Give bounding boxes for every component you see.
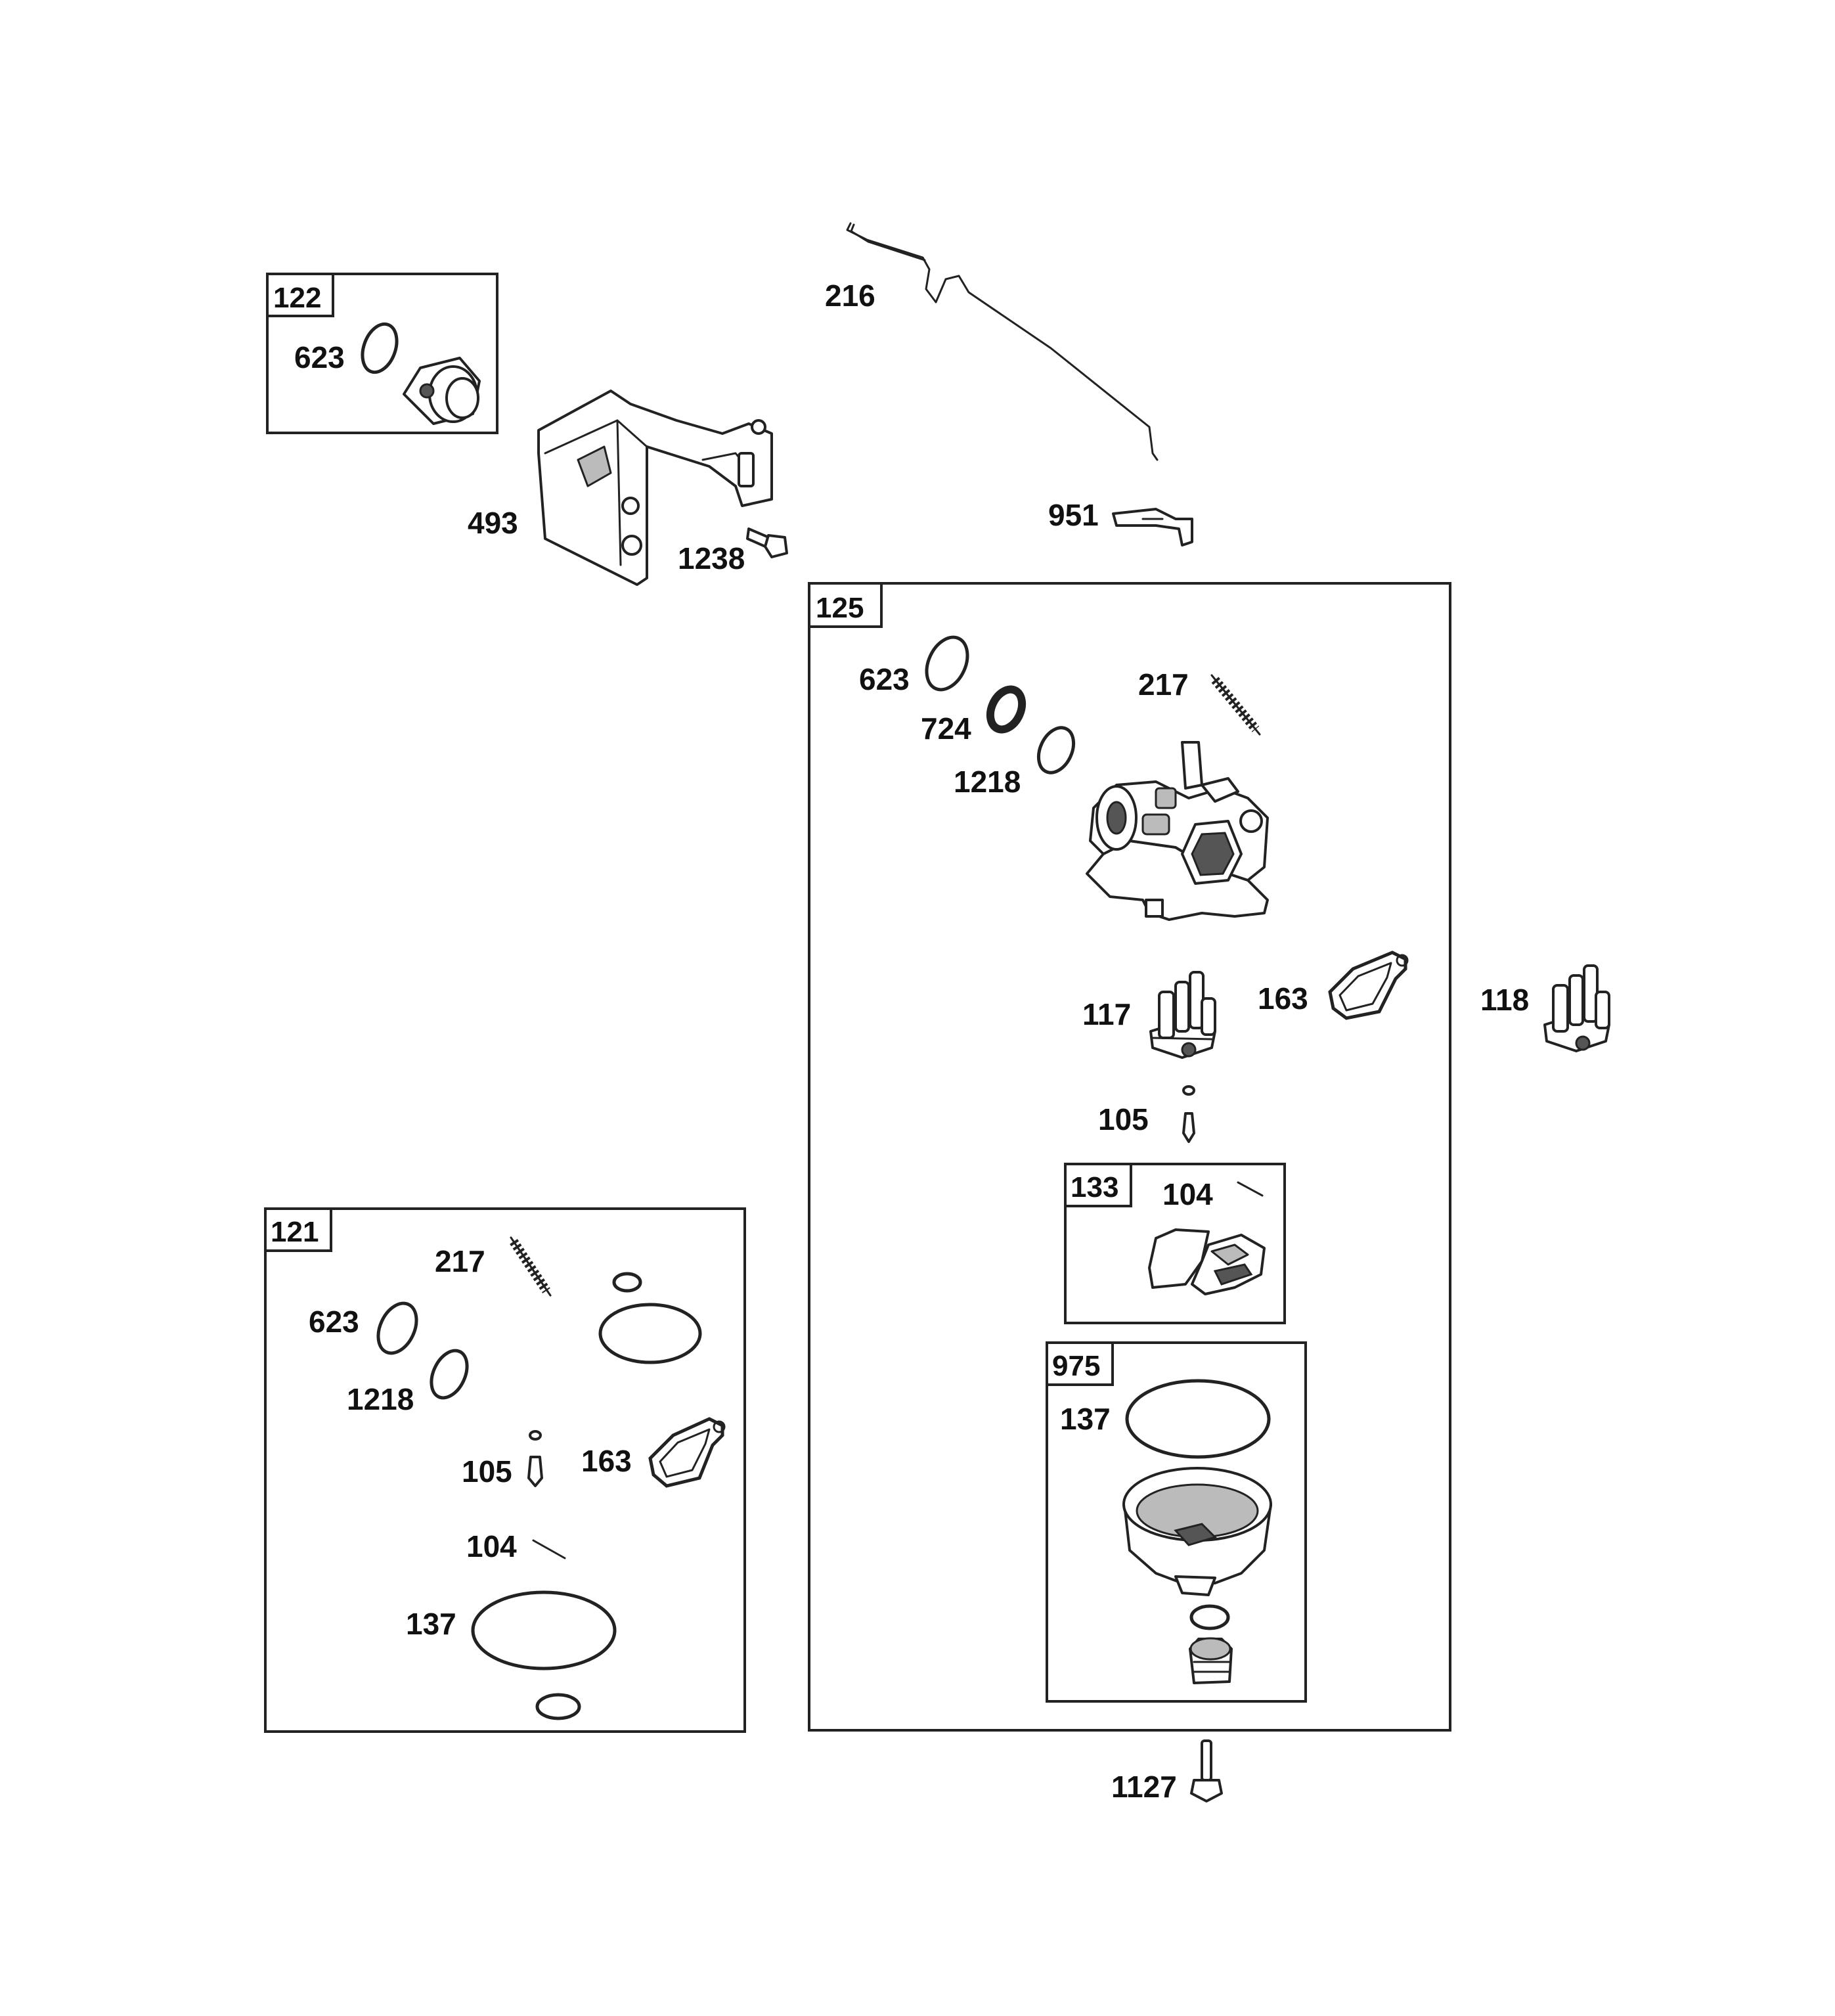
kit-133: 133 104 xyxy=(1064,1163,1286,1324)
kit-133-tag: 133 xyxy=(1071,1171,1118,1203)
kit-121-frame xyxy=(264,1207,746,1733)
fuel-shutoff-valve-117 xyxy=(1149,971,1216,1059)
small-o-ring xyxy=(612,1272,642,1293)
lever-951: 951 xyxy=(1048,498,1193,547)
part-label-217: 217 xyxy=(435,1244,485,1278)
o-ring-623 xyxy=(361,322,399,374)
kit-975-tag-box xyxy=(1046,1341,1114,1386)
fuel-shutoff-valve-118 xyxy=(1543,964,1610,1052)
kit-122-tag: 122 xyxy=(273,282,321,314)
gasket-163 xyxy=(1328,951,1409,1020)
large-o-ring xyxy=(598,1303,702,1364)
bowl-nut xyxy=(1189,1637,1233,1684)
kit-125-tag-box xyxy=(808,582,883,628)
kit-125-frame xyxy=(808,582,1451,1732)
gasket-163 xyxy=(648,1417,726,1488)
carburetor-body xyxy=(1086,741,1269,921)
part-label-1218: 1218 xyxy=(347,1382,414,1416)
part-label-104: 104 xyxy=(466,1529,517,1563)
part-label-118: 118 xyxy=(1480,983,1529,1017)
o-ring-623 xyxy=(376,1301,418,1355)
bolt-1127: 1127 xyxy=(1111,1739,1223,1804)
spring-217 xyxy=(1210,674,1261,736)
part-label-623: 623 xyxy=(309,1305,359,1339)
float-pin-104 xyxy=(1237,1181,1264,1197)
gasket-1218 xyxy=(1036,726,1076,774)
kit-133-frame xyxy=(1064,1163,1286,1324)
part-label-1218: 1218 xyxy=(954,765,1021,799)
throttle-link-216: 216 xyxy=(825,222,1159,461)
kit-125: 125 623 724 1218 217 117 xyxy=(808,582,1451,1732)
kit-975: 975 137 xyxy=(1046,1341,1307,1703)
kit-121-tag-box xyxy=(264,1207,332,1252)
part-label-163: 163 xyxy=(581,1444,632,1478)
kit-122: 122 623 xyxy=(266,273,498,434)
o-ring-623 xyxy=(925,635,969,692)
bowl-gasket-137 xyxy=(471,1590,617,1670)
part-label-623: 623 xyxy=(859,662,910,696)
part-label-217: 217 xyxy=(1138,667,1189,702)
kit-122-tag-box xyxy=(266,273,334,317)
kit-122-frame xyxy=(266,273,498,434)
kit-133-tag-box xyxy=(1064,1163,1132,1207)
spring-217 xyxy=(510,1236,552,1297)
part-label-137: 137 xyxy=(1060,1402,1111,1436)
float-bowl-975 xyxy=(1122,1467,1272,1596)
kit-975-tag: 975 xyxy=(1052,1350,1100,1382)
inlet-needle-105 xyxy=(1182,1085,1195,1143)
part-label-104: 104 xyxy=(1162,1177,1213,1211)
part-label-216: 216 xyxy=(825,279,875,313)
float-133 xyxy=(1148,1228,1266,1295)
kit-125-tag: 125 xyxy=(816,592,864,624)
part-label-163: 163 xyxy=(1258,981,1308,1016)
bowl-gasket-137 xyxy=(1125,1379,1271,1459)
bowl-washer xyxy=(1189,1604,1230,1630)
part-label-105: 105 xyxy=(1098,1102,1149,1136)
seal-724 xyxy=(986,685,1027,734)
kit-975-frame xyxy=(1046,1341,1307,1703)
part-label-105: 105 xyxy=(462,1454,512,1489)
gasket-1218 xyxy=(430,1349,469,1400)
control-bracket-493: 493 xyxy=(468,390,773,586)
part-label-117: 117 xyxy=(1082,997,1131,1031)
part-label-951: 951 xyxy=(1048,498,1099,532)
intake-elbow-part xyxy=(403,357,481,425)
part-label-623: 623 xyxy=(294,340,345,374)
kit-121-tag: 121 xyxy=(271,1216,319,1248)
float-pin-104 xyxy=(532,1539,566,1559)
inlet-needle-105 xyxy=(527,1430,543,1487)
bowl-washer xyxy=(535,1693,581,1720)
part-label-724: 724 xyxy=(921,711,971,746)
part-label-1127: 1127 xyxy=(1111,1770,1177,1804)
part-label-493: 493 xyxy=(468,506,518,540)
part-label-137: 137 xyxy=(406,1607,456,1641)
screw-1238: 1238 xyxy=(678,527,788,575)
kit-121: 121 217 623 1218 105 163 104 137 xyxy=(264,1207,746,1733)
part-label-1238: 1238 xyxy=(678,541,745,575)
